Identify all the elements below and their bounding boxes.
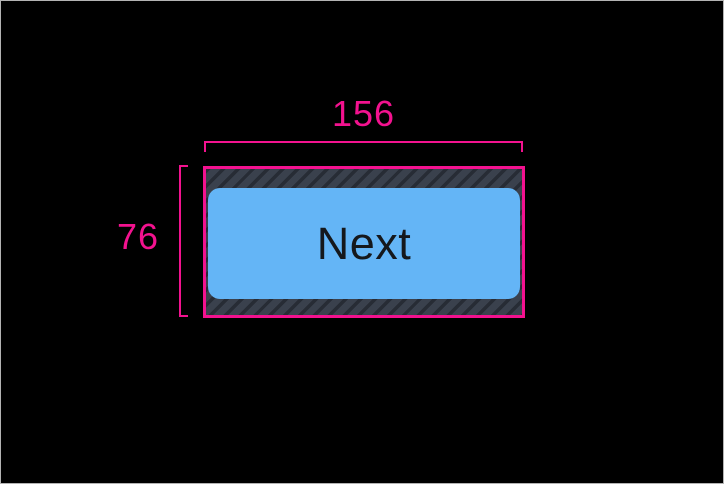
height-measurement-bracket — [179, 165, 188, 317]
widget-bounds-highlight: Next — [203, 166, 525, 318]
width-dimension-label: 156 — [331, 93, 396, 134]
next-button[interactable]: Next — [208, 188, 520, 299]
height-dimension-label: 76 — [116, 216, 159, 257]
padding-hatch-pattern: Next — [206, 169, 522, 315]
width-measurement-bracket — [204, 141, 523, 152]
next-button-label: Next — [316, 217, 412, 269]
